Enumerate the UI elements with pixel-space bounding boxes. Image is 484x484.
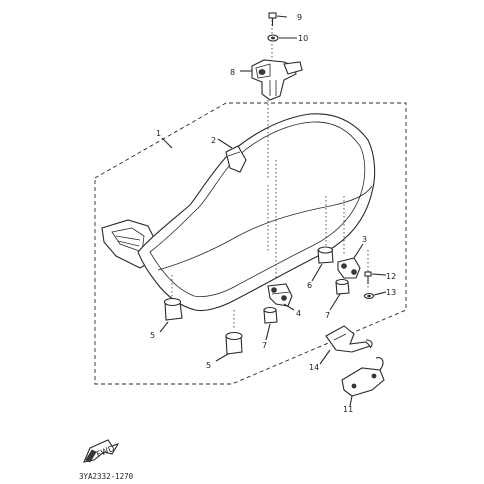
lock-assembly[interactable] [251,59,303,101]
callout-3: 3 [362,235,367,244]
assembly-boundary [94,102,407,385]
callout-11: 11 [343,405,353,414]
cable-holder-14 [325,325,373,353]
damper-5-left [163,297,183,321]
callout-6: 6 [307,281,312,290]
damper-7-left [263,306,278,324]
screw-12 [364,271,372,284]
seat-hook-3 [337,257,361,279]
callout-4: 4 [296,309,301,318]
callout-5-left: 5 [150,331,155,340]
washer-13 [363,292,375,300]
damper-6 [317,246,334,264]
bolt-9 [268,12,277,26]
callout-7-right: 7 [325,311,330,320]
callout-9: 9 [297,13,302,22]
callout-7-left: 7 [262,341,267,350]
callout-2: 2 [211,136,216,145]
callout-1: 1 [156,129,161,138]
bracket-11 [341,357,385,397]
callout-14: 14 [309,363,319,372]
callout-12: 12 [386,272,396,281]
diagram-code: 3YA2332-1270 [79,472,134,481]
damper-5-right [225,331,243,355]
callout-13: 13 [386,288,396,297]
leader-lines [159,15,387,407]
callout-8: 8 [230,68,235,77]
damper-7-right [335,278,350,295]
seat-emblem [225,145,247,173]
seat-hook-4 [267,283,293,307]
callout-5-right: 5 [206,361,211,370]
front-arrow: FWD [83,439,120,463]
callout-numbers: 1 2 3 4 5 5 6 7 7 8 9 10 11 12 13 14 [150,13,396,414]
seat[interactable] [101,113,376,312]
washer-10 [267,34,279,42]
callout-10: 10 [298,34,308,43]
